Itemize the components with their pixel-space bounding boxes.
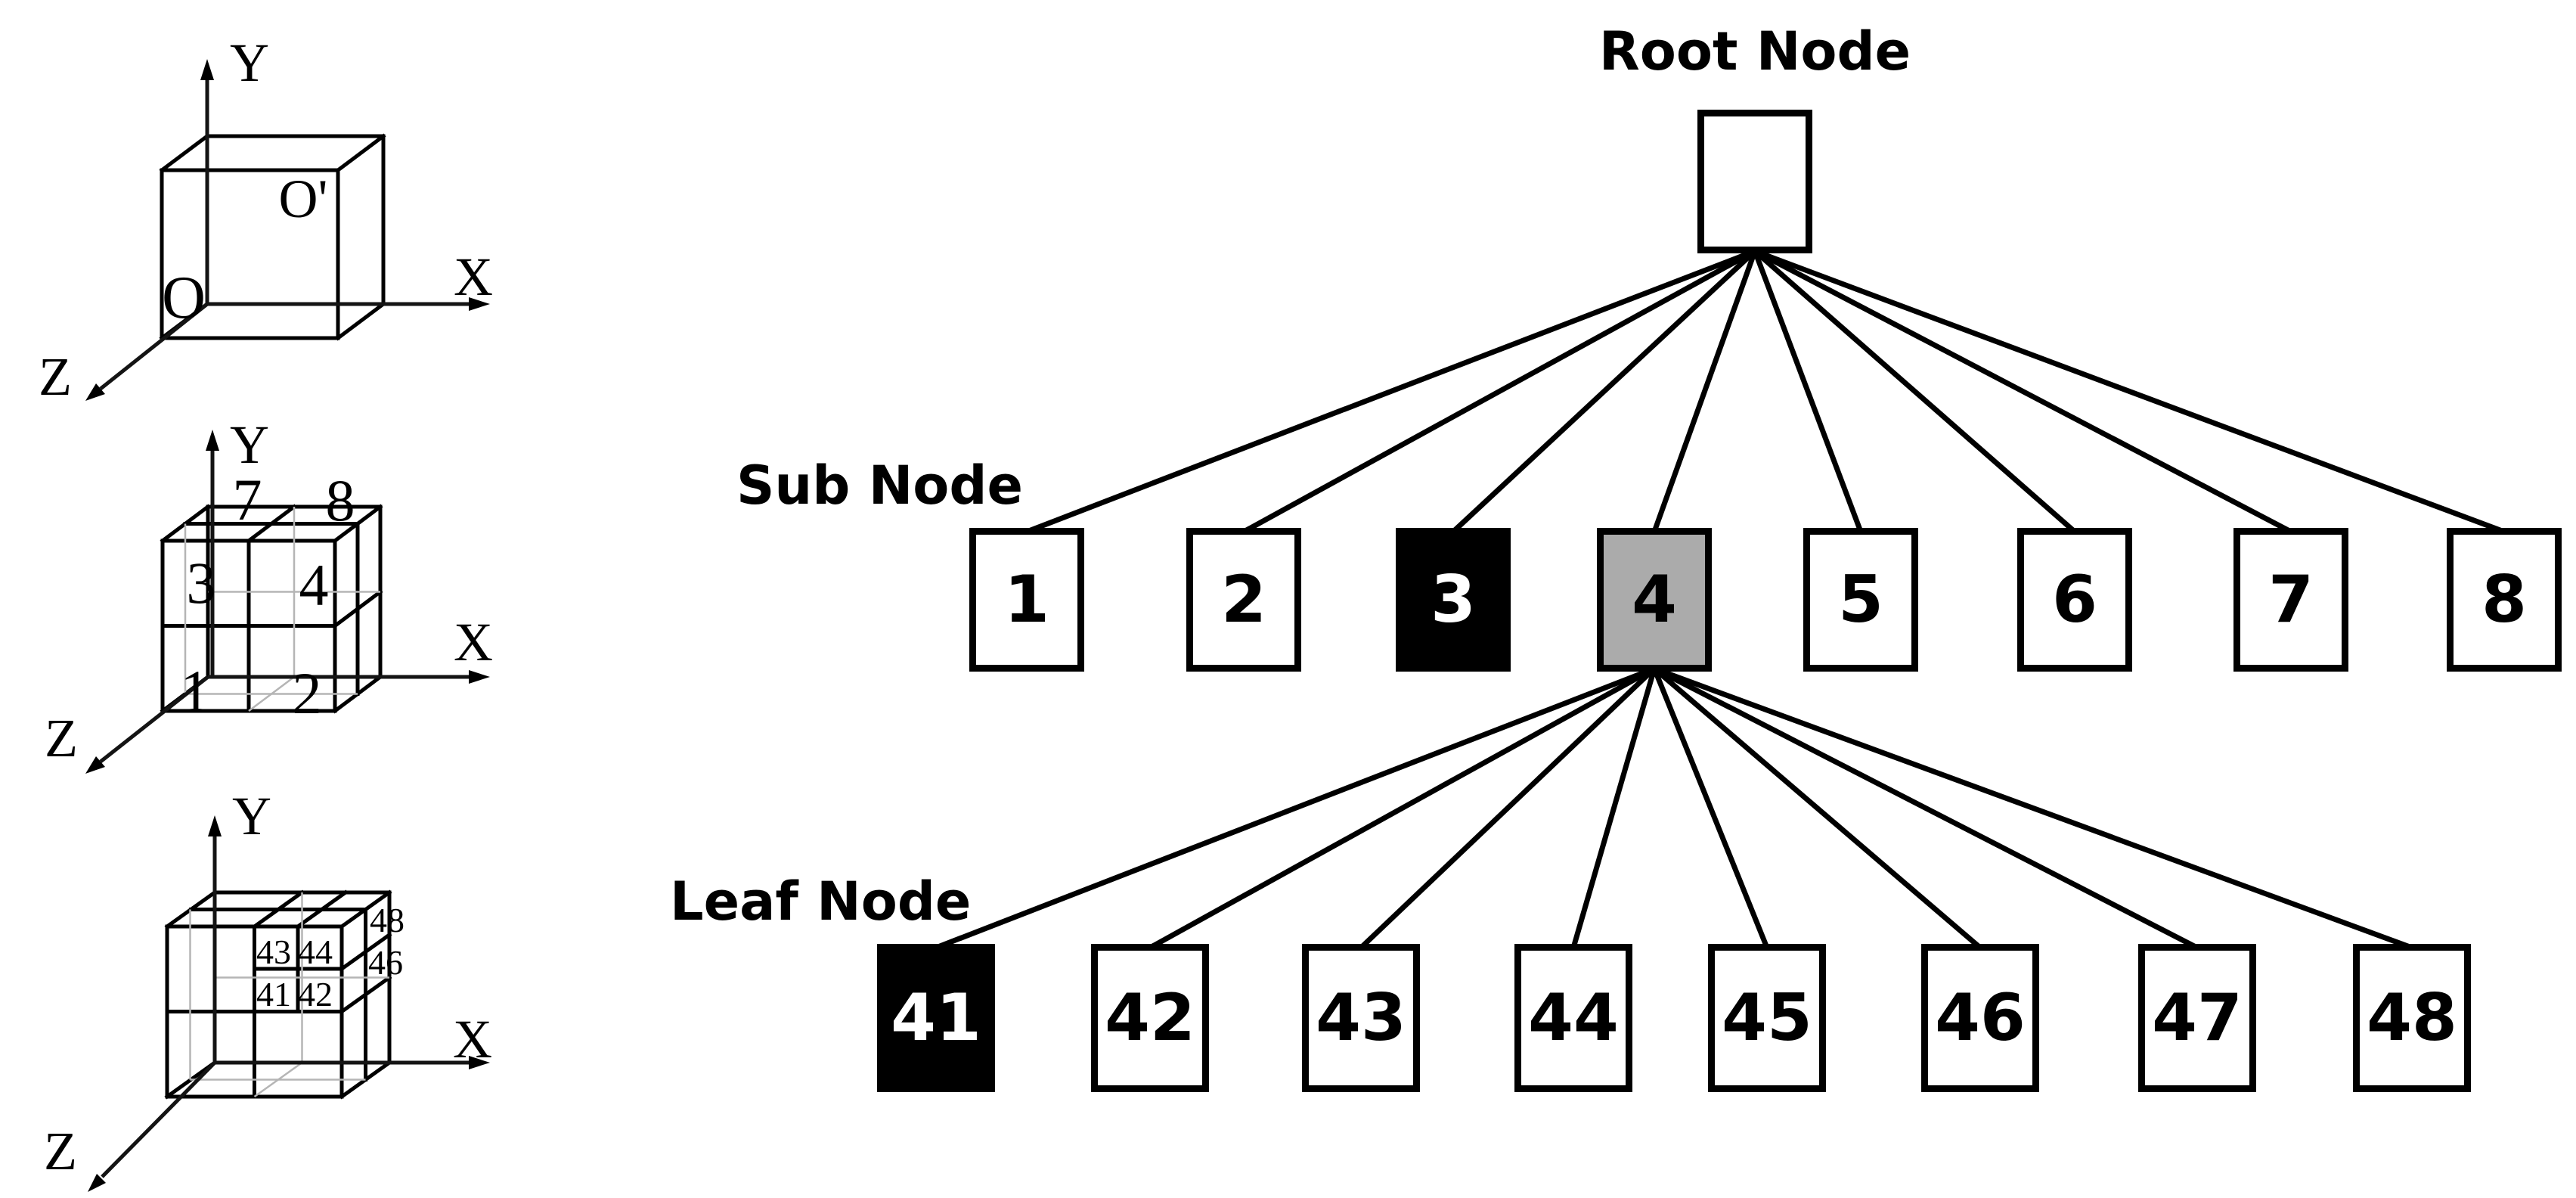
edge-root-to-sub-1 — [1024, 248, 1758, 535]
cube-figure-whole: Y X Z O O' — [39, 33, 493, 407]
tree-node-leaf-45: 45 — [1708, 944, 1826, 1092]
cube3-x-arrow-icon — [469, 1056, 490, 1069]
cube1-edge — [159, 133, 210, 173]
cube2-x-axis-label: X — [454, 612, 493, 672]
cube3-y-arrow-icon — [208, 815, 222, 836]
tree-node-leaf-46: 46 — [1921, 944, 2039, 1092]
tree-node-leaf-41: 41 — [877, 944, 995, 1092]
tree-node-sub-7: 7 — [2233, 528, 2348, 672]
cube1-far-corner-label: O' — [279, 169, 328, 229]
edge-root-to-sub-8 — [1752, 248, 2507, 535]
cube3-z-axis-label: Z — [44, 1121, 77, 1181]
cube1-z-arrow-icon — [85, 383, 105, 401]
cube1-edge — [335, 301, 386, 341]
cube2-octant-3-label: 3 — [187, 550, 216, 616]
tree-node-sub-8: 8 — [2447, 528, 2562, 672]
cube2-hidden-line — [248, 676, 295, 712]
edge-sub4-to-leaf-45 — [1651, 666, 1770, 951]
tree-node-leaf-42: 42 — [1091, 944, 1209, 1092]
sub-node-title: Sub Node — [736, 455, 1023, 517]
tree-node-sub-3: 3 — [1396, 528, 1511, 672]
root-node-title: Root Node — [1598, 20, 1911, 82]
edge-sub4-to-leaf-42 — [1147, 666, 1657, 951]
edge-sub4-to-leaf-44 — [1570, 666, 1657, 951]
cube1-edge — [335, 133, 386, 173]
edge-sub4-to-leaf-46 — [1651, 666, 1983, 951]
cube-figure-subdivided: Y X Z 43 44 41 42 48 46 — [44, 786, 492, 1192]
cube1-origin-label: O — [162, 265, 206, 331]
edge-sub4-to-leaf-41 — [933, 666, 1657, 951]
cube3-hidden-line — [253, 1061, 303, 1098]
cube2-z-arrow-icon — [85, 756, 105, 774]
cube2-octant-1-label: 1 — [181, 658, 210, 724]
cube2-octant-7-label: 7 — [233, 467, 262, 532]
cube3-subcell-line — [295, 889, 349, 930]
cube1-x-arrow-icon — [469, 297, 490, 311]
edge-root-to-sub-2 — [1241, 248, 1758, 535]
edge-root-to-sub-7 — [1752, 248, 2294, 535]
tree-node-sub-4: 4 — [1597, 528, 1712, 672]
cube2-z-axis — [99, 675, 209, 763]
cube1-front-face — [160, 168, 340, 340]
cube2-y-arrow-icon — [206, 430, 219, 451]
edge-root-to-sub-5 — [1752, 248, 1864, 535]
cube1-x-axis-label: X — [454, 247, 493, 307]
cube-figure-octants: Y X Z 7 8 3 4 1 2 — [45, 414, 493, 774]
edge-sub4-to-leaf-48 — [1651, 666, 2415, 951]
tree-node-leaf-47: 47 — [2138, 944, 2256, 1092]
edge-root-to-sub-6 — [1752, 248, 2078, 535]
tree-node-sub-5: 5 — [1803, 528, 1918, 672]
cube2-x-arrow-icon — [469, 670, 490, 684]
tree-node-leaf-43: 43 — [1302, 944, 1420, 1092]
cube3-z-arrow-icon — [88, 1174, 106, 1192]
leaf-node-title: Leaf Node — [670, 871, 972, 933]
cube3-cell-46-label: 46 — [368, 943, 403, 982]
cube3-z-axis — [101, 1061, 216, 1178]
root-fanout-edges — [1024, 248, 2507, 535]
cube1-z-axis — [99, 303, 209, 390]
cube3-cell-44-label: 44 — [298, 933, 333, 971]
tree-node-leaf-44: 44 — [1514, 944, 1632, 1092]
edge-root-to-sub-4 — [1651, 248, 1758, 535]
edge-sub4-to-leaf-43 — [1358, 666, 1657, 951]
tree-node-sub-2: 2 — [1186, 528, 1301, 672]
tree-node-root — [1697, 110, 1812, 253]
cube2-octant-8-label: 8 — [326, 467, 355, 533]
cube3-x-axis-label: X — [453, 1009, 492, 1069]
tree-node-leaf-48: 48 — [2353, 944, 2471, 1092]
edge-sub4-to-leaf-47 — [1651, 666, 2200, 951]
cube2-y-axis-label: Y — [230, 414, 269, 475]
cube1-z-axis-label: Z — [39, 346, 72, 407]
cube2-octant-4-label: 4 — [299, 552, 329, 618]
cube3-cell-48-label: 48 — [370, 901, 405, 939]
subnode-fanout-edges — [933, 666, 2415, 951]
cube1-y-axis-label: Y — [230, 33, 269, 93]
cube3-cell-42-label: 42 — [298, 975, 333, 1013]
cube3-cell-43-label: 43 — [256, 933, 291, 971]
cube2-z-axis-label: Z — [45, 708, 78, 768]
tree-node-sub-1: 1 — [969, 528, 1084, 672]
cube3-subcell-line — [339, 932, 392, 972]
cube3-y-axis-label: Y — [232, 786, 271, 846]
edge-root-to-sub-3 — [1450, 248, 1758, 535]
cube1-y-arrow-icon — [200, 59, 214, 80]
tree-node-sub-6: 6 — [2017, 528, 2132, 672]
cube3-cell-41-label: 41 — [256, 975, 291, 1013]
cube2-octant-2-label: 2 — [293, 660, 322, 726]
